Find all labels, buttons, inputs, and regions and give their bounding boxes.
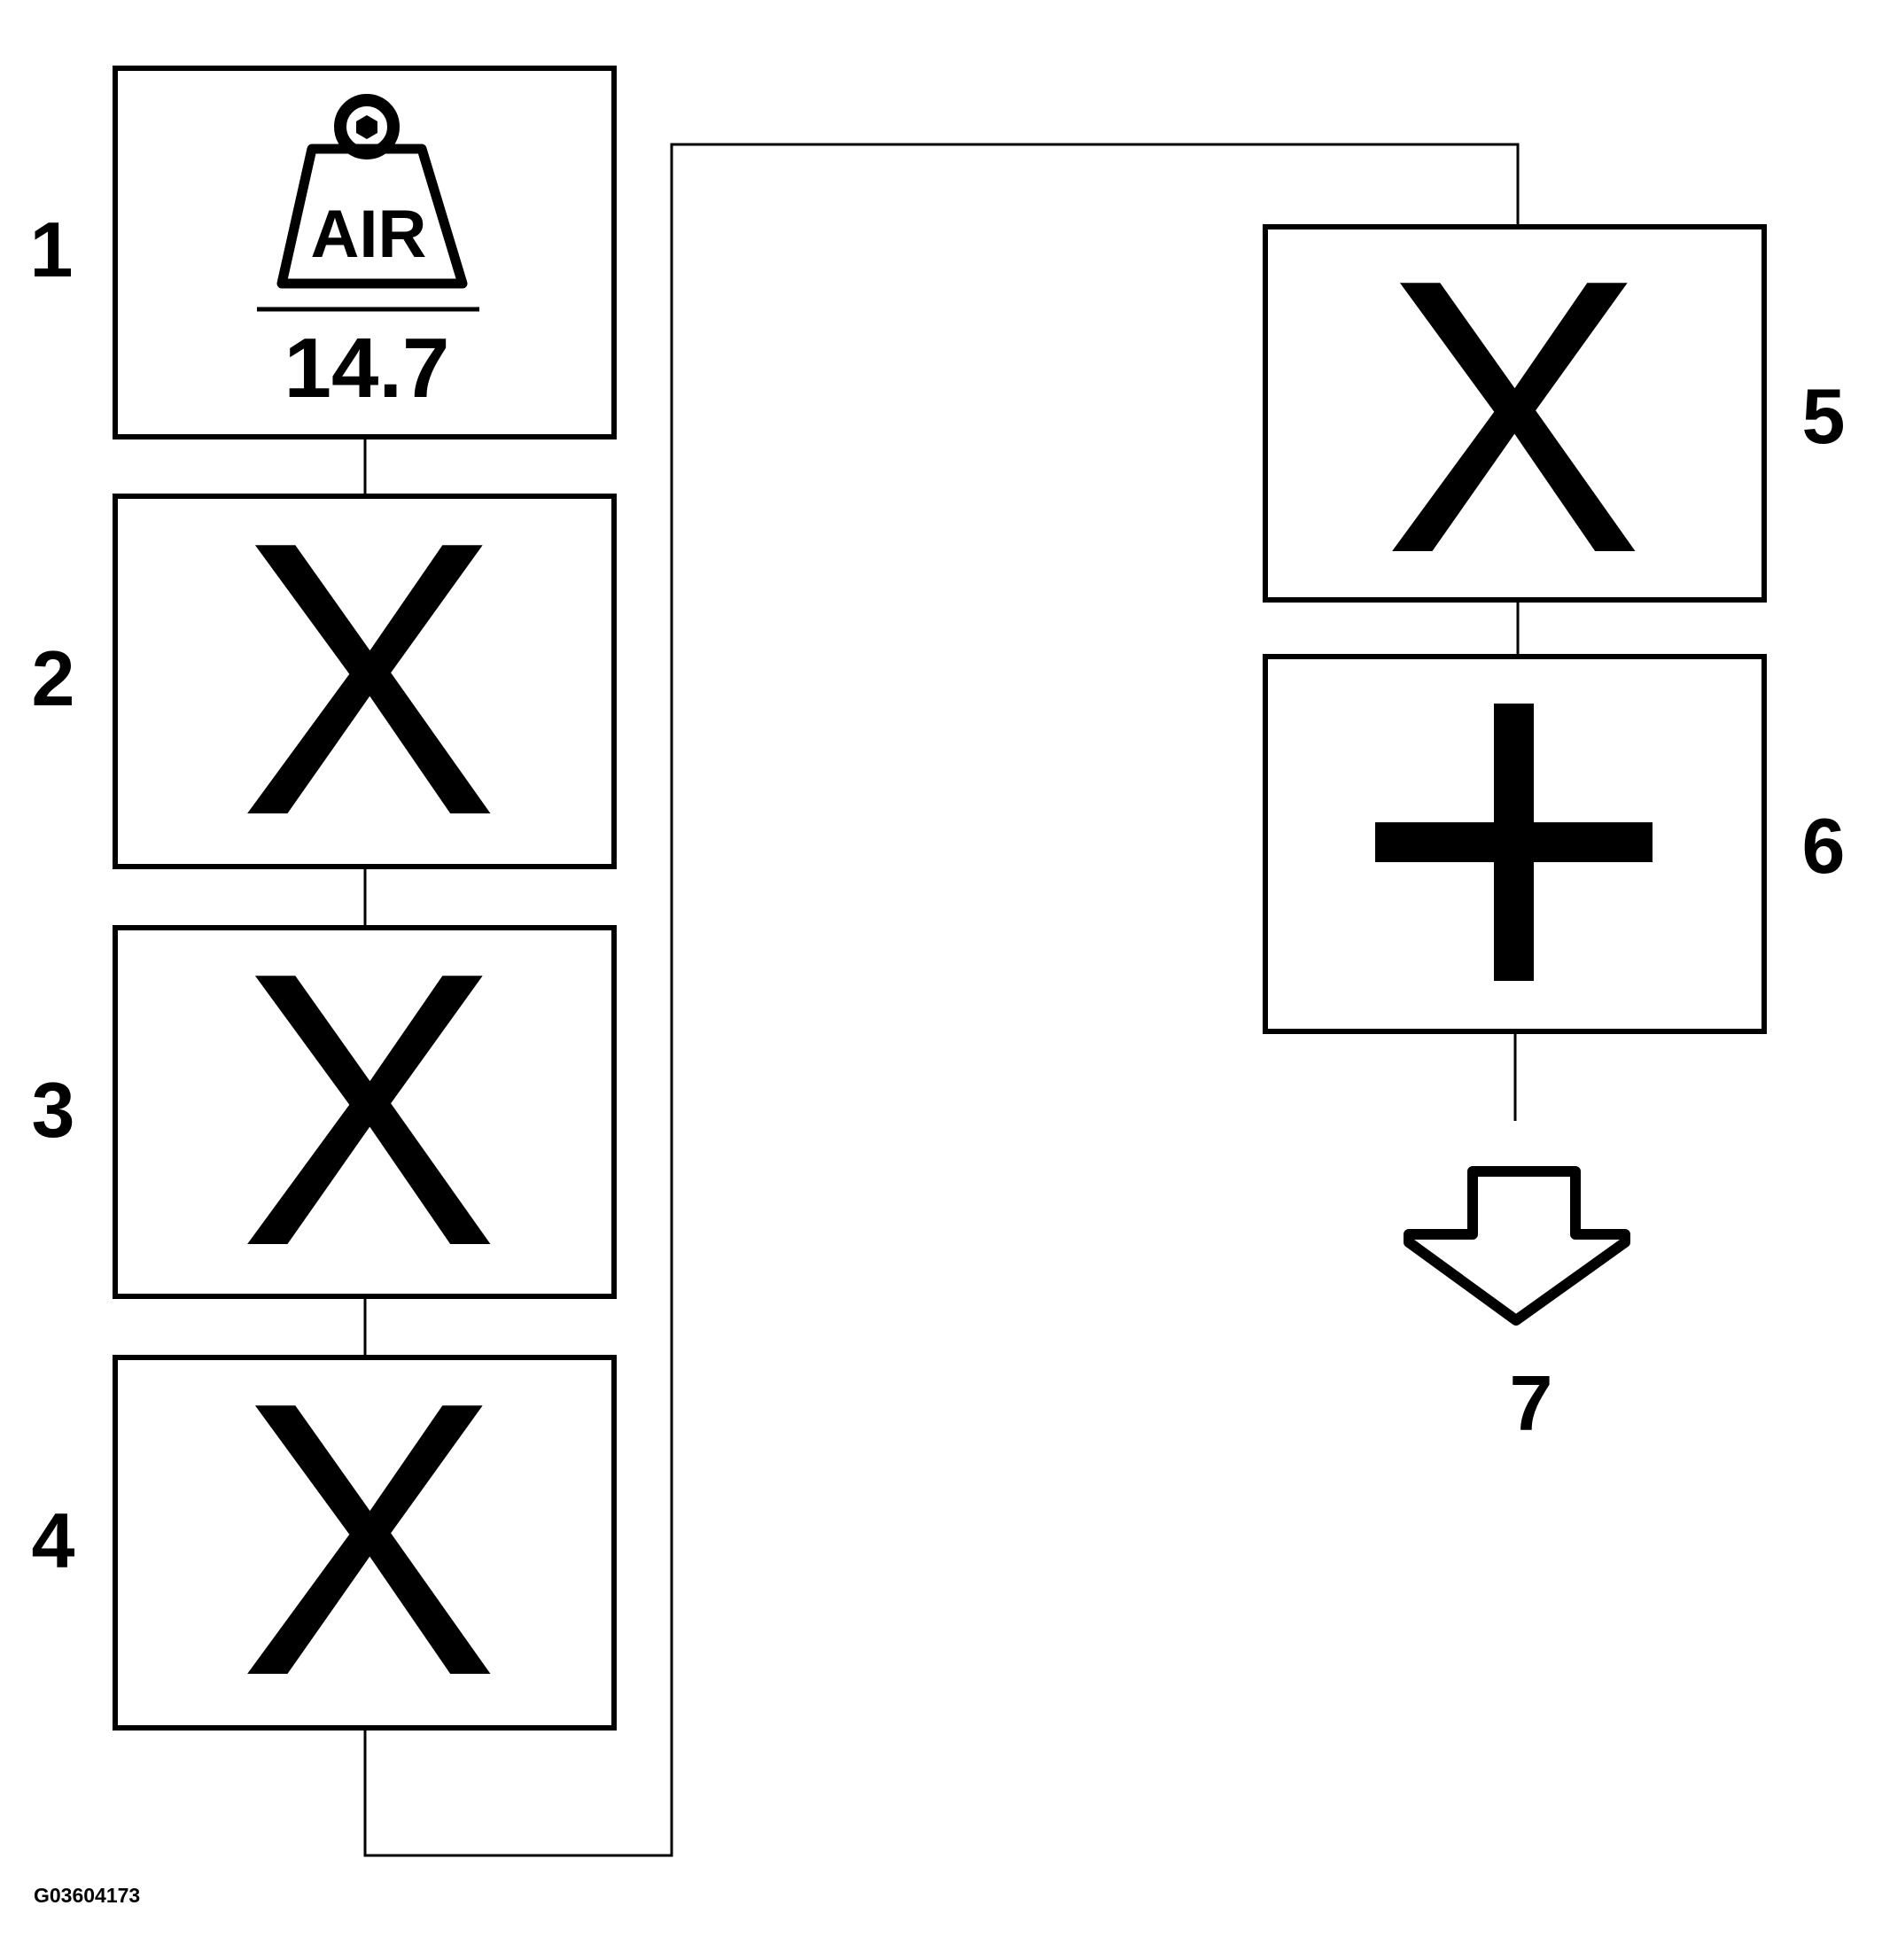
connector-wires: [363, 143, 1520, 1857]
multiply-icon: X: [238, 462, 498, 897]
weight-icon: AIR: [276, 94, 468, 289]
step-number-2: 2: [32, 634, 75, 722]
plus-icon: [1375, 704, 1653, 981]
figure-code: G03604173: [34, 1884, 140, 1907]
step-5-box: [1263, 224, 1767, 603]
step-number-4: 4: [32, 1497, 75, 1584]
air-ratio-value: 14.7: [284, 321, 450, 416]
step-number-5: 5: [1802, 372, 1846, 460]
step-number-7: 7: [1510, 1359, 1553, 1447]
multiply-icon: X: [238, 1322, 498, 1757]
step-number-6: 6: [1802, 802, 1846, 890]
wire-4-5: [363, 143, 1520, 1857]
step-3-box: [113, 925, 617, 1299]
down-arrow-icon: [1404, 1166, 1630, 1326]
step-number-1: 1: [30, 206, 74, 293]
step-number-3: 3: [32, 1066, 75, 1154]
step-2-box: [113, 494, 617, 869]
weight-label: AIR: [311, 197, 427, 272]
multiply-icon: X: [1383, 199, 1643, 634]
multiply-icon: X: [238, 892, 498, 1327]
step-4-box: [113, 1355, 617, 1731]
